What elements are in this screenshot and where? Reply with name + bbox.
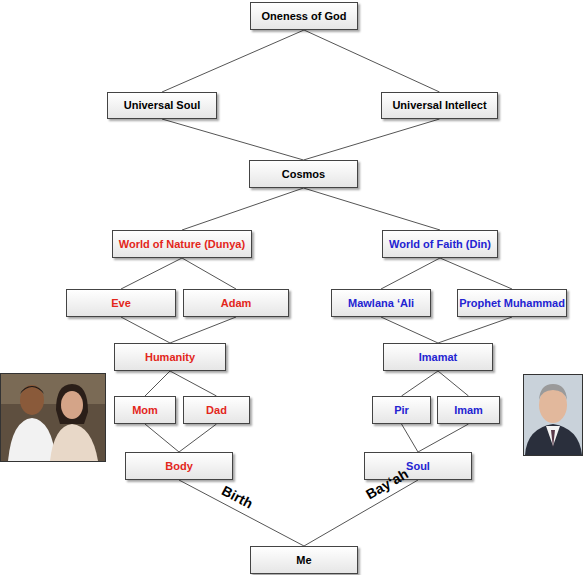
edge-group: [121, 30, 512, 546]
man-hair: [20, 386, 44, 394]
concept-box: Humanity: [114, 343, 226, 371]
woman-face: [61, 391, 83, 419]
woman-hair: [56, 384, 88, 424]
connector-line: [418, 424, 469, 452]
imam-hair: [539, 384, 567, 400]
concept-box: Soul: [364, 452, 472, 480]
concept-box: World of Faith (Din): [382, 230, 498, 258]
box-label: Cosmos: [282, 168, 325, 181]
connector-line: [304, 480, 418, 546]
box-label: Oneness of God: [262, 10, 347, 23]
box-label: Adam: [221, 297, 252, 310]
concept-box: Imamat: [383, 343, 493, 371]
photo-background: [1, 374, 105, 404]
photo-frame: [1, 374, 106, 462]
connector-line: [179, 480, 304, 546]
connector-line: [145, 424, 179, 452]
box-label: World of Nature (Dunya): [119, 238, 245, 251]
connector-line: [121, 317, 170, 343]
connector-line: [145, 371, 170, 396]
concept-box: Cosmos: [249, 160, 358, 188]
connector-line: [179, 424, 217, 452]
man-shirt: [8, 418, 56, 461]
box-label: Humanity: [145, 351, 195, 364]
box-label: Mawlana ‘Ali: [348, 297, 414, 310]
connector-line: [304, 30, 440, 92]
photo-frame: [524, 375, 583, 456]
box-label: Universal Intellect: [392, 99, 486, 112]
connector-line: [381, 317, 438, 343]
box-label: Me: [296, 554, 311, 567]
parents-photo: [1, 374, 106, 462]
concept-box: Me: [250, 546, 358, 574]
box-label: World of Faith (Din): [389, 238, 491, 251]
concept-box: Eve: [66, 289, 176, 317]
concept-box: Oneness of God: [250, 2, 358, 30]
connector-line: [304, 119, 440, 160]
connector-line: [402, 424, 419, 452]
concept-box: World of Nature (Dunya): [112, 230, 252, 258]
edge-label: Birth: [219, 482, 255, 511]
connector-line: [438, 371, 469, 396]
concept-box: Universal Soul: [107, 92, 217, 119]
concept-box: Mom: [114, 396, 176, 424]
concept-box: Adam: [183, 289, 289, 317]
connector-line: [182, 258, 236, 289]
connector-line: [304, 188, 441, 230]
connector-line: [121, 258, 182, 289]
man-face: [20, 385, 44, 415]
imam-suit: [525, 424, 582, 455]
box-label: Prophet Muhammad: [459, 297, 565, 310]
concept-box: Imam: [437, 396, 500, 424]
concept-box: Body: [125, 452, 233, 480]
box-label: Mom: [132, 404, 158, 417]
connector-line: [182, 188, 304, 230]
box-label: Imam: [454, 404, 483, 417]
box-label: Universal Soul: [124, 99, 200, 112]
connector-line: [438, 317, 512, 343]
concept-box: Prophet Muhammad: [457, 289, 567, 317]
box-label: Body: [165, 460, 193, 473]
woman-dress: [50, 424, 98, 461]
concept-box: Pir: [372, 396, 431, 424]
connector-line: [381, 258, 440, 289]
connector-line: [170, 317, 236, 343]
connector-line: [402, 371, 439, 396]
box-label: Soul: [406, 460, 430, 473]
box-label: Pir: [394, 404, 409, 417]
imam-tie: [551, 430, 555, 448]
connector-line: [170, 371, 217, 396]
connector-line: [162, 119, 304, 160]
concept-box: Universal Intellect: [381, 92, 498, 119]
box-label: Eve: [111, 297, 131, 310]
concept-box: Dad: [183, 396, 250, 424]
box-label: Dad: [206, 404, 227, 417]
connector-line: [440, 258, 512, 289]
connector-line: [162, 30, 304, 92]
box-label: Imamat: [419, 351, 458, 364]
imam-photo: [524, 375, 583, 456]
concept-box: Mawlana ‘Ali: [331, 289, 431, 317]
